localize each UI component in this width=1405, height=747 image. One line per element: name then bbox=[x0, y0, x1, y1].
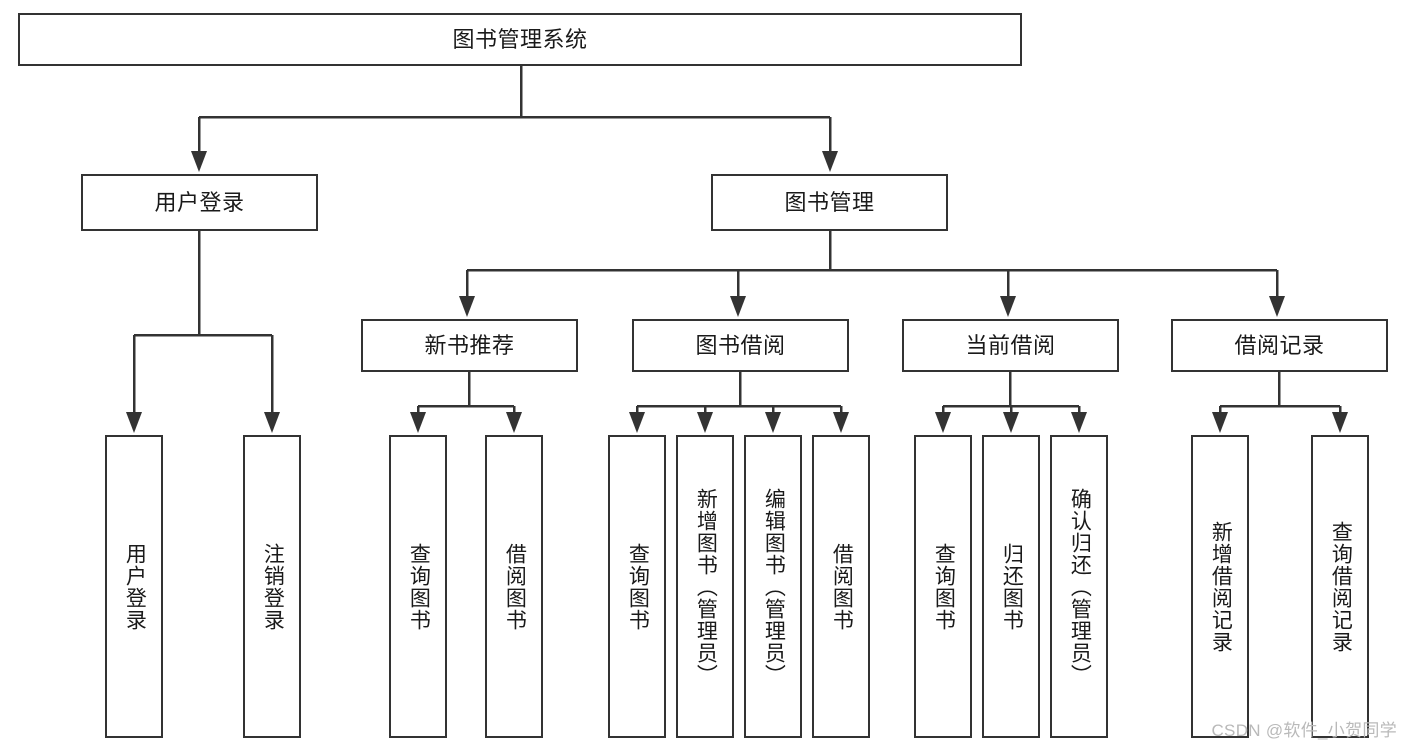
node-label: 图书管理系统 bbox=[452, 26, 588, 52]
node-label: 借阅图书 bbox=[503, 542, 527, 631]
arrow-head-icon bbox=[459, 296, 475, 317]
node-label: 用户登录 bbox=[154, 189, 245, 215]
node-label: 新增图书（管理员） bbox=[694, 487, 718, 686]
node-label: 归还图书 bbox=[1000, 542, 1024, 631]
node-leaf-borrow-book-1: 借阅图书 bbox=[485, 435, 543, 738]
node-leaf-edit-book: 编辑图书（管理员） bbox=[744, 435, 802, 738]
node-label: 图书借阅 bbox=[695, 332, 786, 358]
arrow-head-icon bbox=[822, 151, 838, 172]
node-book-manage: 图书管理 bbox=[711, 174, 948, 231]
node-current-borrow: 当前借阅 bbox=[902, 319, 1119, 372]
node-leaf-query-book-1: 查询图书 bbox=[389, 435, 447, 738]
node-label: 图书管理 bbox=[784, 189, 875, 215]
node-leaf-borrow-book-2: 借阅图书 bbox=[812, 435, 870, 738]
arrow-head-icon bbox=[765, 412, 781, 433]
csdn-watermark: CSDN @软件_小贺同学 bbox=[1211, 721, 1397, 740]
node-label: 查询图书 bbox=[932, 542, 956, 631]
node-root: 图书管理系统 bbox=[18, 13, 1022, 66]
node-label: 查询借阅记录 bbox=[1329, 520, 1353, 653]
arrow-head-icon bbox=[935, 412, 951, 433]
arrow-head-icon bbox=[1269, 296, 1285, 317]
arrow-head-icon bbox=[191, 151, 207, 172]
node-label: 编辑图书（管理员） bbox=[762, 487, 786, 686]
arrow-head-icon bbox=[1212, 412, 1228, 433]
node-new-book-rec: 新书推荐 bbox=[361, 319, 578, 372]
node-borrow-record: 借阅记录 bbox=[1171, 319, 1388, 372]
arrow-head-icon bbox=[126, 412, 142, 433]
node-leaf-query-book-3: 查询图书 bbox=[914, 435, 972, 738]
node-leaf-add-record: 新增借阅记录 bbox=[1191, 435, 1249, 738]
arrow-head-icon bbox=[1000, 296, 1016, 317]
node-leaf-query-record: 查询借阅记录 bbox=[1311, 435, 1369, 738]
arrow-head-icon bbox=[1332, 412, 1348, 433]
node-leaf-user-logout: 注销登录 bbox=[243, 435, 301, 738]
node-user-login: 用户登录 bbox=[81, 174, 318, 231]
node-leaf-confirm-return: 确认归还（管理员） bbox=[1050, 435, 1108, 738]
node-leaf-return-book: 归还图书 bbox=[982, 435, 1040, 738]
node-leaf-query-book-2: 查询图书 bbox=[608, 435, 666, 738]
node-label: 用户登录 bbox=[123, 542, 147, 631]
node-label: 新增借阅记录 bbox=[1209, 520, 1233, 653]
node-leaf-add-book: 新增图书（管理员） bbox=[676, 435, 734, 738]
arrow-head-icon bbox=[697, 412, 713, 433]
node-leaf-user-login: 用户登录 bbox=[105, 435, 163, 738]
node-book-borrow: 图书借阅 bbox=[632, 319, 849, 372]
node-label: 新书推荐 bbox=[424, 332, 515, 358]
arrow-head-icon bbox=[730, 296, 746, 317]
node-label: 当前借阅 bbox=[965, 332, 1056, 358]
node-label: 查询图书 bbox=[407, 542, 431, 631]
arrow-head-icon bbox=[410, 412, 426, 433]
arrow-head-icon bbox=[506, 412, 522, 433]
arrow-head-icon bbox=[264, 412, 280, 433]
node-label: 查询图书 bbox=[626, 542, 650, 631]
node-label: 借阅记录 bbox=[1234, 332, 1325, 358]
arrow-head-icon bbox=[1071, 412, 1087, 433]
node-label: 借阅图书 bbox=[830, 542, 854, 631]
arrow-head-icon bbox=[1003, 412, 1019, 433]
arrow-head-icon bbox=[833, 412, 849, 433]
node-label: 注销登录 bbox=[261, 542, 285, 631]
node-label: 确认归还（管理员） bbox=[1068, 487, 1092, 686]
arrow-head-icon bbox=[629, 412, 645, 433]
